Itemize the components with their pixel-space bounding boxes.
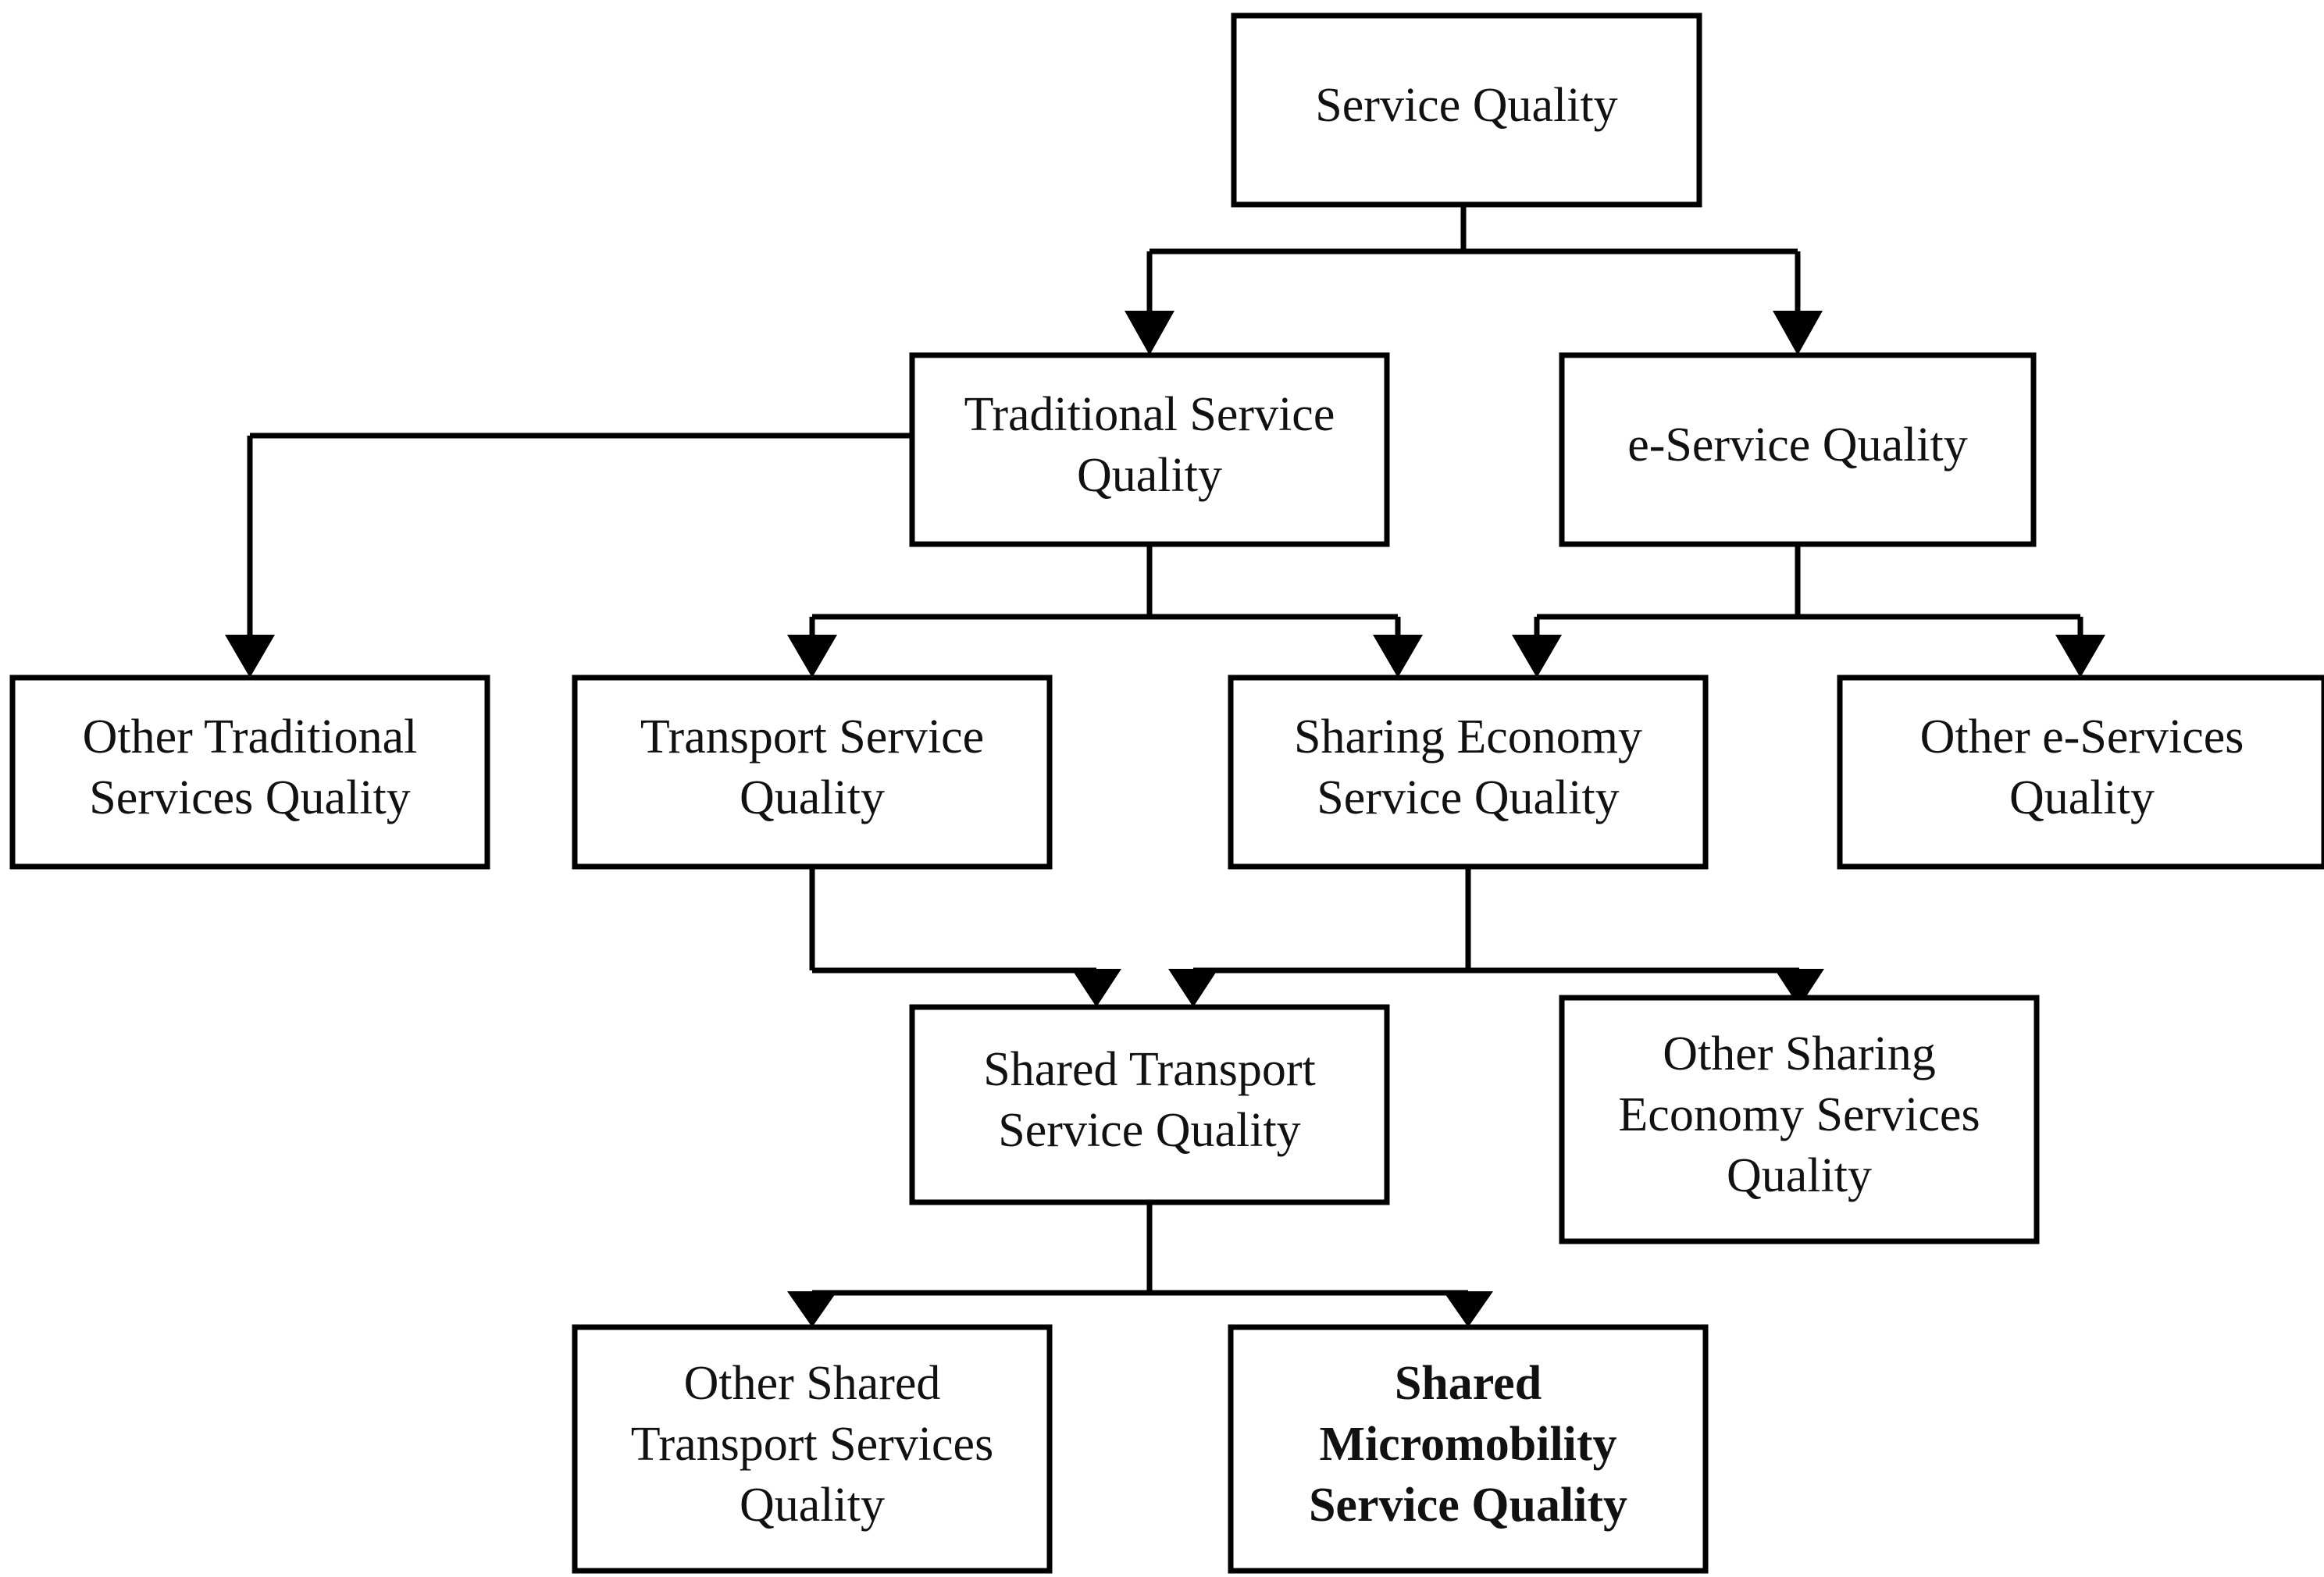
node-label-other-e-services-quality: Quality — [2009, 771, 2155, 824]
node-label-sharing-economy-service-quality: Sharing Economy — [1294, 710, 1642, 764]
node-box-other-shared-transport-services-quality — [572, 1324, 1053, 1574]
node-box-shared-micromobility-service-quality — [1228, 1324, 1709, 1574]
node-label-shared-micromobility-service-quality: Shared — [1395, 1357, 1542, 1410]
arrowhead-to-other-traditional-services-quality — [225, 635, 275, 678]
node-box-other-sharing-economy-services-quality — [1559, 995, 2040, 1244]
node-label-other-shared-transport-services-quality: Quality — [740, 1479, 885, 1532]
node-service-quality[interactable]: Service Quality — [1231, 12, 1702, 208]
node-label-e-service-quality: e-Service Quality — [1627, 418, 1968, 472]
arrowhead-to-other-e-services-quality — [2055, 635, 2105, 678]
arrowhead-to-sharing-economy-from-traditional — [1373, 635, 1423, 678]
node-label-other-shared-transport-services-quality: Transport Services — [631, 1418, 993, 1471]
node-label-traditional-service-quality: Traditional Service — [964, 388, 1335, 441]
node-label-shared-transport-service-quality: Service Quality — [998, 1104, 1300, 1157]
node-box-service-quality — [1231, 12, 1702, 208]
arrowhead-to-shared-micromobility-service-quality — [1443, 1291, 1493, 1327]
node-label-other-shared-transport-services-quality: Other Shared — [684, 1357, 941, 1410]
node-label-transport-service-quality: Transport Service — [640, 710, 984, 764]
node-label-other-e-services-quality: Other e-Services — [1920, 710, 2244, 764]
node-box-shared-transport-service-quality — [909, 1004, 1390, 1205]
node-label-service-quality: Service Quality — [1315, 79, 1617, 132]
node-label-other-traditional-services-quality: Other Traditional — [83, 710, 418, 764]
node-box-transport-service-quality — [572, 675, 1053, 870]
arrowhead-to-e-service-quality — [1773, 311, 1823, 355]
node-label-shared-micromobility-service-quality: Micromobility — [1319, 1418, 1616, 1471]
node-label-transport-service-quality: Quality — [740, 771, 885, 824]
node-label-sharing-economy-service-quality: Service Quality — [1317, 771, 1619, 824]
arrowhead-to-shared-transport-from-transport — [1071, 969, 1121, 1007]
arrowhead-to-other-sharing-economy-services-quality — [1774, 969, 1824, 1007]
arrowhead-to-traditional-service-quality — [1125, 311, 1174, 355]
arrowhead-to-transport-service-quality — [787, 635, 837, 678]
node-box-e-service-quality — [1559, 352, 2037, 547]
node-label-other-sharing-economy-services-quality: Other Sharing — [1663, 1027, 1936, 1080]
node-label-shared-micromobility-service-quality: Service Quality — [1309, 1479, 1627, 1532]
connector-layer — [225, 205, 2105, 1327]
node-label-other-traditional-services-quality: Services Quality — [89, 771, 411, 824]
node-box-sharing-economy-service-quality — [1228, 675, 1709, 870]
node-box-other-traditional-services-quality — [9, 675, 490, 870]
node-label-other-sharing-economy-services-quality: Quality — [1727, 1149, 1872, 1202]
node-e-service-quality[interactable]: e-Service Quality — [1559, 352, 2037, 547]
arrowhead-to-shared-transport-from-sharing — [1168, 969, 1218, 1007]
arrowhead-to-other-shared-transport-services-quality — [787, 1291, 837, 1327]
node-box-traditional-service-quality — [909, 352, 1390, 547]
arrowhead-to-sharing-economy-from-eservice — [1512, 635, 1562, 678]
node-label-other-sharing-economy-services-quality: Economy Services — [1618, 1088, 1980, 1141]
node-box-other-e-services-quality — [1837, 675, 2324, 870]
node-label-shared-transport-service-quality: Shared Transport — [983, 1043, 1315, 1096]
node-label-traditional-service-quality: Quality — [1077, 449, 1222, 502]
